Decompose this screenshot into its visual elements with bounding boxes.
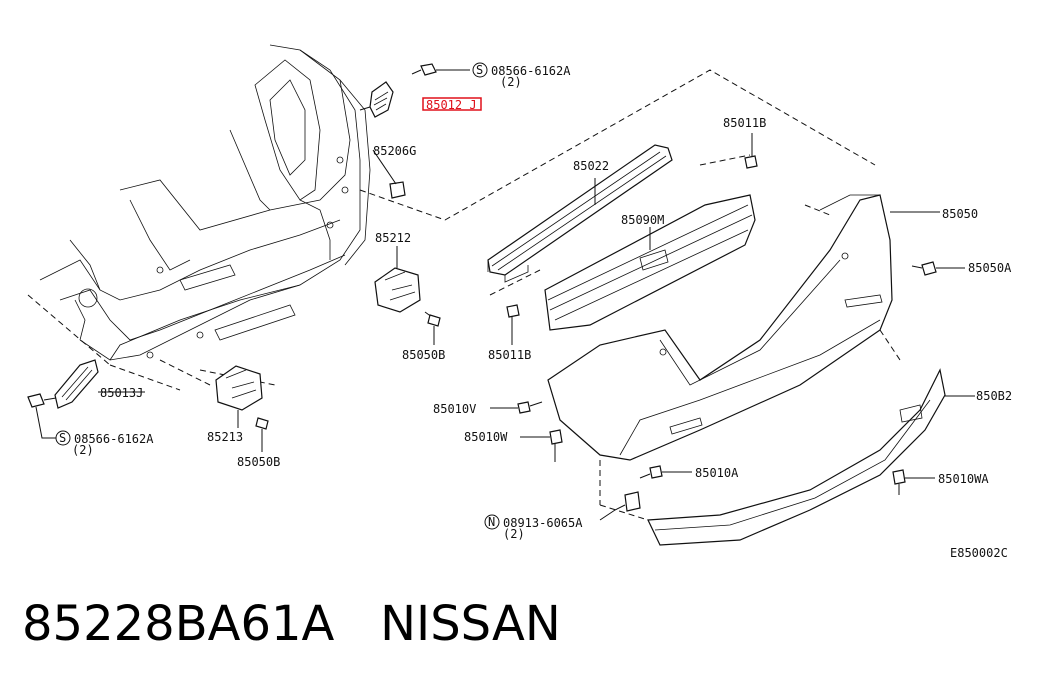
mount-85213	[215, 365, 269, 452]
boundary-top	[359, 69, 876, 221]
label-85050a: 85050A	[968, 261, 1012, 275]
screw-85010a	[639, 465, 692, 479]
body-rear-panel	[39, 44, 371, 361]
bracket-85012	[359, 81, 394, 118]
label-85012: 85012 J	[426, 98, 477, 112]
label-08566-6162a-bottom: 08566-6162A	[74, 432, 154, 446]
screw-85010v	[490, 401, 543, 414]
valance-850b2	[647, 368, 975, 546]
label-85011b-bottom: 85011B	[488, 348, 531, 362]
bolt-08566-top	[411, 63, 470, 76]
label-85011b-top: 85011B	[723, 116, 766, 130]
boundary-left	[27, 294, 276, 391]
boundary-bumper	[599, 204, 901, 521]
nut-85011b-bottom	[506, 304, 520, 345]
n-circle	[484, 514, 500, 530]
screw-08913	[599, 491, 641, 521]
clip-85050a	[911, 261, 965, 276]
s-circle-bottom	[55, 430, 71, 446]
label-qty-bottom: (2)	[72, 443, 94, 457]
label-85050b-mid: 85050B	[402, 348, 445, 362]
clip-85206g	[372, 149, 406, 199]
mount-85212	[374, 246, 441, 345]
label-85212: 85212	[375, 231, 411, 245]
boundary-mid	[489, 154, 751, 296]
label-85010wa: 85010WA	[938, 472, 989, 486]
bracket-85013j	[54, 359, 145, 409]
label-85022: 85022	[573, 159, 609, 173]
label-85013j: 85013J	[100, 386, 143, 400]
absorber-85090m	[544, 194, 756, 331]
clip-85010wa	[892, 469, 935, 495]
label-85050b-bottom: 85050B	[237, 455, 280, 469]
clip-85010w	[520, 429, 563, 462]
label-85206g: 85206G	[373, 144, 416, 158]
label-85050: 85050	[942, 207, 978, 221]
bumper-fascia-85022	[547, 194, 940, 461]
nut-85011b-top	[744, 133, 758, 169]
label-85010v: 85010V	[433, 402, 476, 416]
label-85010w: 85010W	[464, 430, 508, 444]
label-qty-n08913: (2)	[503, 527, 525, 541]
highlight-box-85012	[422, 97, 482, 111]
parts-diagram: S 08566-6162A (2) 85012 J 85206G 85022 8…	[27, 44, 1012, 560]
label-85010a: 85010A	[695, 466, 739, 480]
label-08566-6162a-top: 08566-6162A	[491, 64, 571, 78]
s-symbol-top: S	[476, 63, 483, 77]
label-08913-6065a: 08913-6065A	[503, 516, 583, 530]
s-circle-top	[472, 62, 488, 78]
part-number-title: 85228BA61A NISSAN	[22, 596, 561, 652]
diagram-code: E850002C	[950, 546, 1008, 560]
reinforcement-85022	[487, 144, 673, 283]
bolt-08566-bottom	[27, 393, 57, 439]
label-85213: 85213	[207, 430, 243, 444]
label-qty-top: (2)	[500, 75, 522, 89]
label-85090m: 85090M	[621, 213, 664, 227]
n-symbol: N	[488, 515, 495, 529]
label-850b2: 850B2	[976, 389, 1012, 403]
s-symbol-bottom: S	[59, 431, 66, 445]
